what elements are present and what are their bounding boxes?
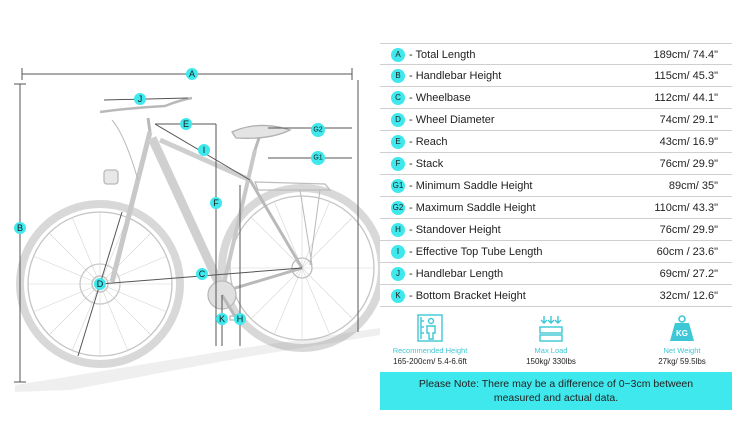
feature-max-load: Max Load 150kg/ 330lbs — [506, 313, 596, 366]
bike-illustration — [16, 96, 380, 368]
spec-row-effective-top-tube-length: I - Effective Top Tube Length 60cm / 23.… — [380, 241, 732, 263]
spec-badge: K — [391, 289, 405, 303]
spec-badge: D — [391, 113, 405, 127]
feature-value: 165-200cm/ 5.4-6.6ft — [393, 357, 467, 366]
spec-label: - Wheel Diameter — [409, 114, 495, 126]
spec-value: 43cm/ 16.9" — [659, 136, 718, 148]
dimension-lines — [14, 68, 359, 383]
spec-value: 69cm/ 27.2" — [659, 268, 718, 280]
marker-B: B — [14, 222, 26, 234]
feature-title: Max Load — [534, 346, 568, 355]
marker-E: E — [180, 118, 192, 130]
spec-label: - Handlebar Length — [409, 268, 504, 280]
svg-text:A: A — [189, 69, 195, 79]
spec-label: - Handlebar Height — [409, 70, 502, 82]
spec-label: - Stack — [409, 158, 444, 170]
spec-row-wheel-diameter: D - Wheel Diameter 74cm/ 29.1" — [380, 109, 732, 131]
svg-text:K: K — [219, 314, 225, 324]
spec-value: 60cm / 23.6" — [656, 246, 718, 258]
spec-row-handlebar-length: J - Handlebar Length 69cm/ 27.2" — [380, 263, 732, 285]
spec-label: - Reach — [409, 136, 448, 148]
spec-label: - Standover Height — [409, 224, 501, 236]
marker-K: K — [216, 313, 228, 325]
marker-H: H — [234, 313, 246, 325]
svg-text:G1: G1 — [313, 155, 322, 162]
spec-value: 76cm/ 29.9" — [659, 158, 718, 170]
note-line-1: Please Note: There may be a difference o… — [418, 378, 694, 390]
spec-badge: B — [391, 69, 405, 83]
svg-text:E: E — [183, 119, 189, 129]
max-load-icon — [539, 316, 563, 342]
spec-label: - Wheelbase — [409, 92, 471, 104]
spec-row-bottom-bracket-height: K - Bottom Bracket Height 32cm/ 12.6" — [380, 285, 732, 307]
spec-badge: I — [391, 245, 405, 259]
weight-icon: KG — [670, 315, 694, 341]
spec-label: - Maximum Saddle Height — [409, 202, 536, 214]
svg-text:KG: KG — [676, 329, 688, 338]
marker-J: J — [134, 93, 146, 105]
spec-badge: E — [391, 135, 405, 149]
feature-title: Net Weight — [663, 346, 701, 355]
spec-row-handlebar-height: B - Handlebar Height 115cm/ 45.3" — [380, 65, 732, 87]
marker-G1: G1 — [311, 151, 325, 165]
spec-badge: A — [391, 48, 405, 62]
bike-dimension-diagram: A J E G2 I G1 F B C D K H — [14, 68, 380, 392]
spec-row-total-length: A - Total Length 189cm/ 74.4" — [380, 43, 732, 65]
feature-value: 27kg/ 59.5lbs — [658, 357, 706, 366]
spec-value: 189cm/ 74.4" — [653, 49, 718, 61]
note-banner: Please Note: There may be a difference o… — [380, 372, 732, 410]
spec-badge: G1 — [391, 179, 405, 193]
spec-value: 115cm/ 45.3" — [654, 70, 718, 82]
spec-row-wheelbase: C - Wheelbase 112cm/ 44.1" — [380, 87, 732, 109]
svg-text:J: J — [138, 94, 143, 104]
note-line-2: measured and actual data. — [493, 392, 619, 404]
svg-text:D: D — [97, 279, 104, 289]
svg-text:H: H — [237, 314, 244, 324]
spec-value: 32cm/ 12.6" — [659, 290, 718, 302]
marker-G2: G2 — [311, 123, 325, 137]
spec-badge: H — [391, 223, 405, 237]
spec-label: - Total Length — [409, 49, 476, 61]
marker-F: F — [210, 197, 222, 209]
ground-shadow — [15, 328, 380, 392]
feature-value: 150kg/ 330lbs — [526, 357, 576, 366]
spec-label: - Minimum Saddle Height — [409, 180, 533, 192]
spec-value: 74cm/ 29.1" — [659, 114, 718, 126]
spec-table: A - Total Length 189cm/ 74.4" B - Handle… — [380, 43, 732, 307]
marker-I: I — [198, 144, 210, 156]
spec-row-minimum-saddle-height: G1 - Minimum Saddle Height 89cm/ 35" — [380, 175, 732, 197]
svg-text:F: F — [213, 198, 219, 208]
svg-text:B: B — [17, 223, 23, 233]
spec-badge: J — [391, 267, 405, 281]
spec-row-stack: F - Stack 76cm/ 29.9" — [380, 153, 732, 175]
feature-recommended-height: Recommended Height 165-200cm/ 5.4-6.6ft — [380, 313, 480, 366]
spec-value: 110cm/ 43.3" — [654, 202, 718, 214]
spec-value: 112cm/ 44.1" — [654, 92, 718, 104]
marker-C: C — [196, 268, 208, 280]
spec-badge: F — [391, 157, 405, 171]
spec-badge: G2 — [391, 201, 405, 215]
svg-text:C: C — [199, 269, 206, 279]
spec-badge: C — [391, 91, 405, 105]
spec-value: 89cm/ 35" — [668, 180, 718, 192]
marker-D: D — [94, 278, 106, 290]
spec-row-standover-height: H - Standover Height 76cm/ 29.9" — [380, 219, 732, 241]
svg-text:G2: G2 — [313, 127, 322, 134]
feature-title: Recommended Height — [392, 346, 468, 355]
feature-net-weight: KG Net Weight 27kg/ 59.5lbs — [632, 313, 732, 366]
spec-row-reach: E - Reach 43cm/ 16.9" — [380, 131, 732, 153]
spec-label: - Bottom Bracket Height — [409, 290, 526, 302]
spec-label: - Effective Top Tube Length — [409, 246, 543, 258]
person-height-icon — [417, 314, 443, 342]
svg-text:I: I — [203, 145, 206, 155]
spec-row-maximum-saddle-height: G2 - Maximum Saddle Height 110cm/ 43.3" — [380, 197, 732, 219]
marker-A: A — [186, 68, 198, 80]
spec-value: 76cm/ 29.9" — [659, 224, 718, 236]
